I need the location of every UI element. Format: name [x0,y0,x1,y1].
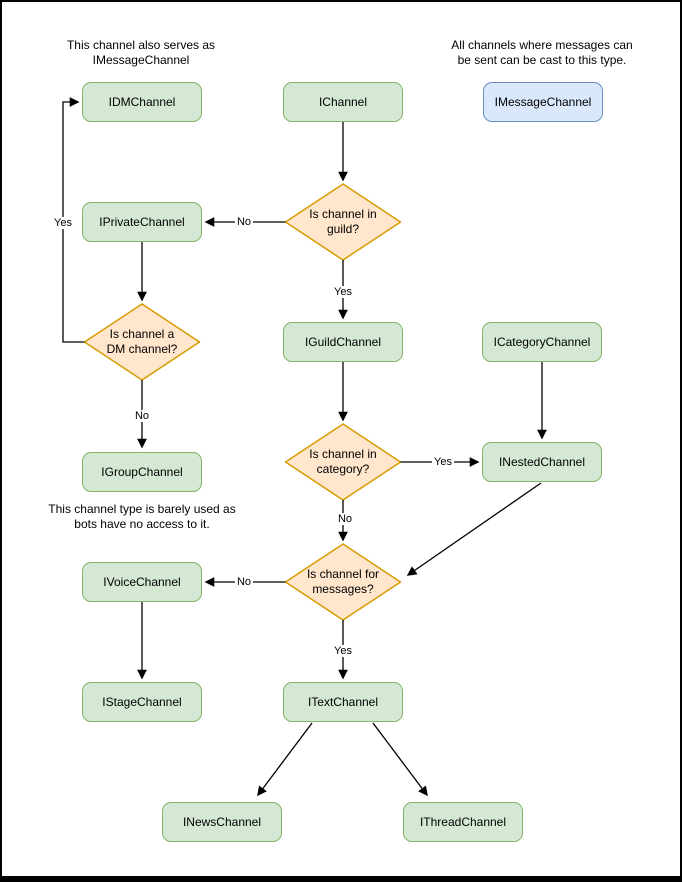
edge-label-dm-yes: Yes [52,217,74,229]
node-igroupchannel-label: IGroupChannel [101,465,183,479]
decision-dm-label: Is channel a DM channel? [106,327,178,356]
node-igroupchannel: IGroupChannel [82,452,202,492]
edge-label-category-yes: Yes [432,456,454,468]
node-icategorychannel: ICategoryChannel [482,322,602,362]
node-imessagechannel-label: IMessageChannel [494,95,592,109]
note-group-channel: This channel type is barely used as bots… [48,502,236,531]
edge-label-dm-no: No [132,410,152,422]
edge-label-messages-yes: Yes [332,645,354,657]
node-idmchannel: IDMChannel [82,82,202,122]
edge-label-guild-yes: Yes [332,286,354,298]
node-ivoicechannel-label: IVoiceChannel [103,575,181,589]
node-inewschannel: INewsChannel [162,802,282,842]
node-imessagechannel: IMessageChannel [483,82,603,122]
note-message-channel: All channels where messages can be sent … [451,38,633,67]
node-ithreadchannel-label: IThreadChannel [419,815,507,829]
edge-label-messages-no: No [234,576,254,588]
node-iprivatechannel-label: IPrivateChannel [99,215,185,229]
node-itextchannel-label: ITextChannel [307,695,379,709]
node-idmchannel-label: IDMChannel [108,95,176,109]
node-inestedchannel: INestedChannel [482,442,602,482]
node-ivoicechannel: IVoiceChannel [82,562,202,602]
note-dm-channel: This channel also serves as IMessageChan… [66,38,216,67]
decision-guild-label: Is channel in guild? [309,207,377,236]
node-inewschannel-label: INewsChannel [182,815,262,829]
node-iguildchannel: IGuildChannel [283,322,403,362]
decision-category-label: Is channel in category? [309,447,377,476]
node-istagechannel-label: IStageChannel [102,695,182,709]
node-iguildchannel-label: IGuildChannel [304,335,382,349]
node-inestedchannel-label: INestedChannel [498,455,586,469]
edge-label-guild-no: No [234,216,254,228]
edge-label-category-no: No [335,513,355,525]
node-iprivatechannel: IPrivateChannel [82,202,202,242]
edge-inested-to-messages [406,482,542,576]
node-ichannel-label: IChannel [318,95,368,109]
edge-itext-to-inews [257,722,313,797]
decision-messages-label: Is channel for messages? [306,567,380,596]
node-ithreadchannel: IThreadChannel [403,802,523,842]
node-istagechannel: IStageChannel [82,682,202,722]
node-itextchannel: ITextChannel [283,682,403,722]
edge-itext-to-ithread [372,722,428,797]
node-ichannel: IChannel [283,82,403,122]
node-icategorychannel-label: ICategoryChannel [493,335,591,349]
